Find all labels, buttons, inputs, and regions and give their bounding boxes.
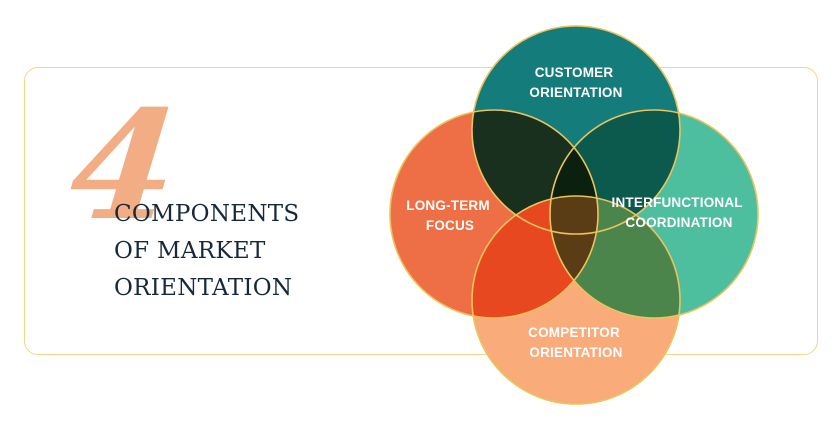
title-line-2: OF MARKET bbox=[114, 238, 266, 264]
interfunctional-label: INTERFUNCTIONAL COORDINATION bbox=[612, 195, 747, 230]
title-line-3: ORIENTATION bbox=[114, 275, 293, 301]
page-title: COMPONENTS OF MARKET ORIENTATION bbox=[114, 196, 299, 307]
competitor-label: COMPETITOR ORIENTATION bbox=[528, 325, 624, 360]
content-frame bbox=[24, 67, 818, 355]
circle-outlines bbox=[389, 25, 759, 405]
title-line-1: COMPONENTS bbox=[114, 201, 300, 227]
long-term-label: LONG-TERM FOCUS bbox=[406, 198, 494, 233]
customer-label: CUSTOMER ORIENTATION bbox=[529, 65, 622, 100]
